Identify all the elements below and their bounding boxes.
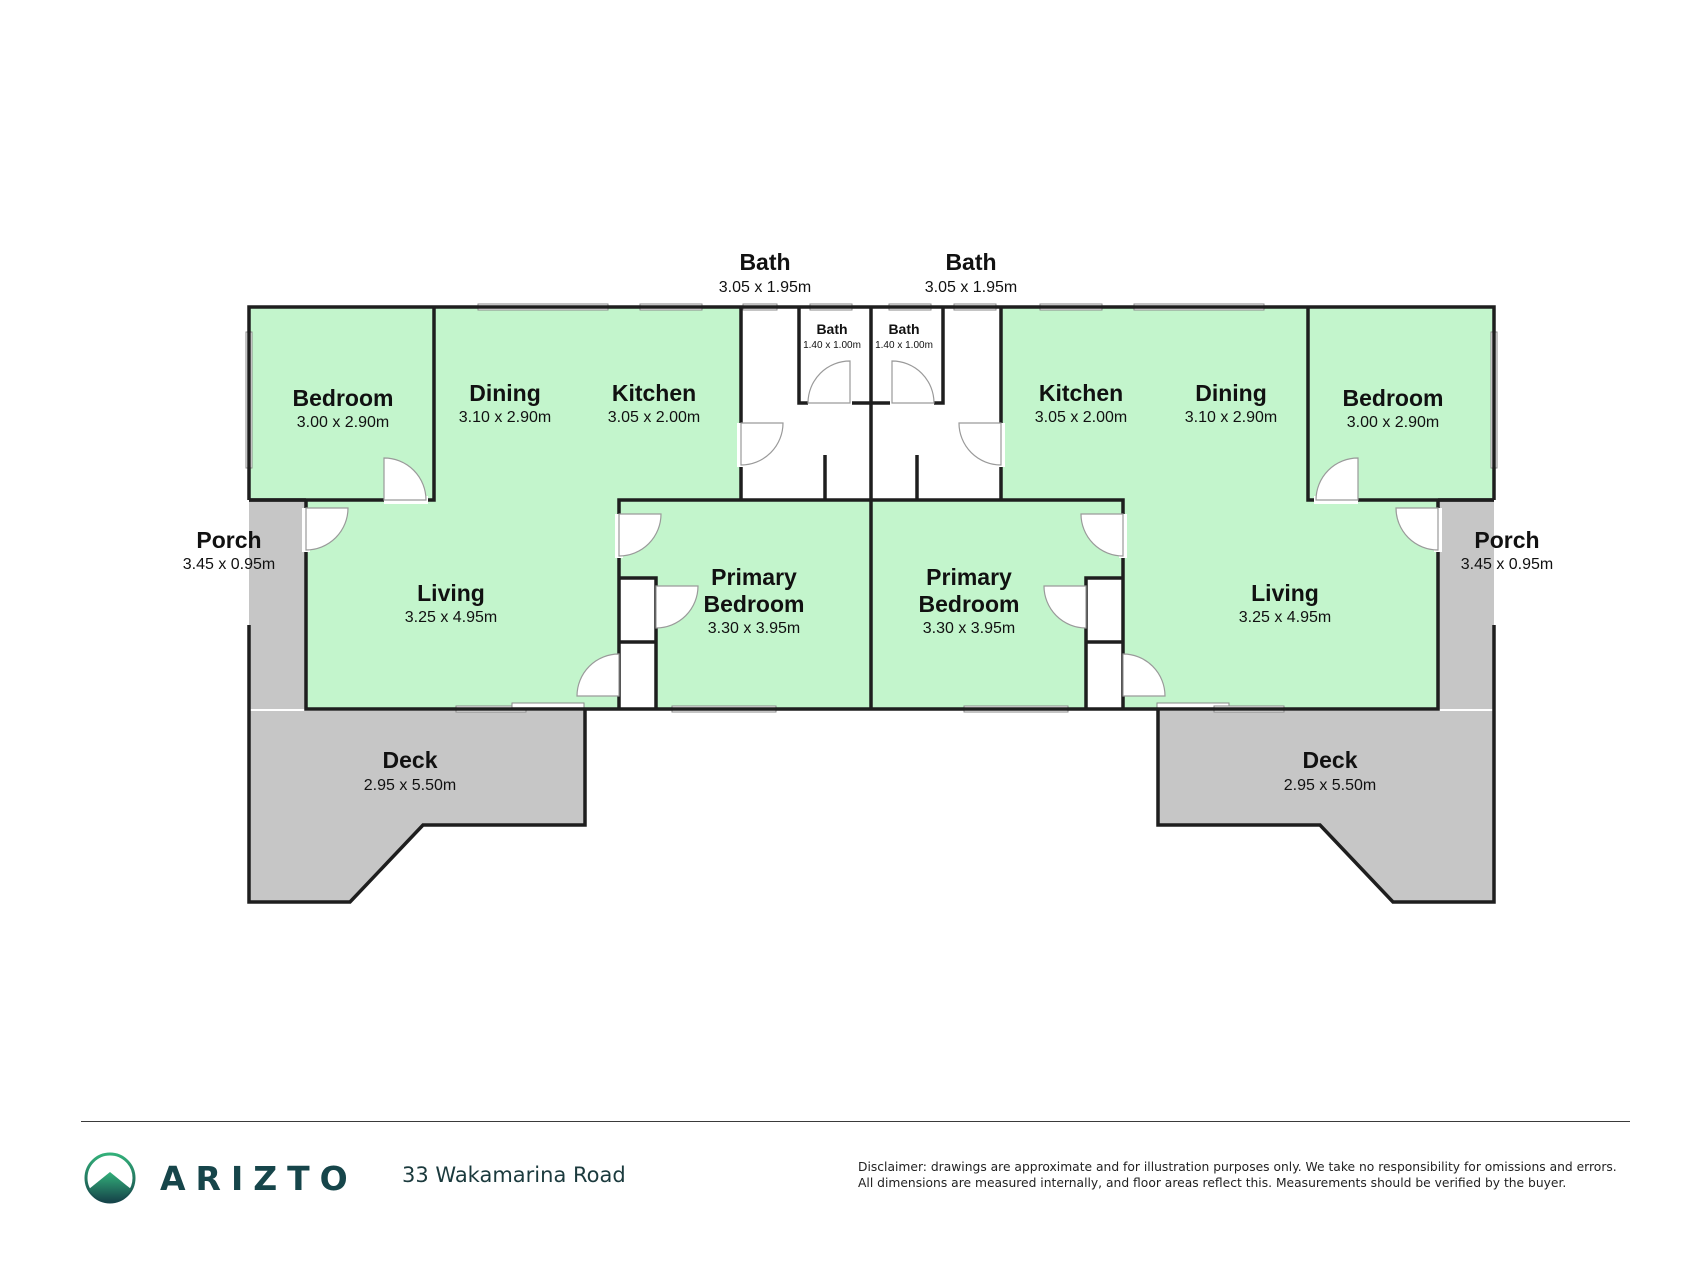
door — [1080, 513, 1124, 557]
room-name: Dining — [469, 380, 541, 406]
room-name: Bedroom — [1343, 385, 1444, 411]
porch-left-area — [249, 500, 305, 709]
room-name: Primary — [711, 564, 797, 590]
room-dims: 3.05 x 2.00m — [1035, 409, 1128, 426]
door — [1043, 585, 1087, 629]
brand: ARIZTO — [84, 1150, 358, 1206]
door — [891, 360, 935, 404]
room-dims: 3.10 x 2.90m — [459, 409, 552, 426]
room-name: Primary — [926, 564, 1012, 590]
mountain-circle-icon — [84, 1152, 136, 1204]
room-dims: 3.30 x 3.95m — [708, 620, 801, 637]
room-name: Bath — [888, 321, 919, 337]
door — [618, 513, 662, 557]
disclaimer-line: Disclaimer: drawings are approximate and… — [858, 1160, 1617, 1174]
room-name: Bedroom — [293, 385, 394, 411]
door — [305, 507, 349, 551]
room-dims: 1.40 x 1.00m — [875, 340, 933, 351]
room-name: Deck — [1303, 747, 1358, 773]
wardrobe-right-upper — [1086, 578, 1123, 642]
room-labels: Bath 3.05 x 1.95m Bath 3.05 x 1.95m Bath… — [183, 249, 1554, 794]
right-unit-floor — [871, 307, 1494, 709]
room-name: Dining — [1195, 380, 1267, 406]
property-address: 33 Wakamarina Road — [402, 1163, 626, 1187]
disclaimer-line: All dimensions are measured internally, … — [858, 1176, 1567, 1190]
room-name: Bedroom — [919, 591, 1020, 617]
outdoor-areas — [249, 500, 1494, 902]
room-dims: 3.00 x 2.90m — [1347, 414, 1440, 431]
room-name: Kitchen — [612, 380, 696, 406]
room-dims: 3.05 x 1.95m — [925, 279, 1018, 296]
room-name: Porch — [196, 527, 261, 553]
room-name: Bath — [945, 249, 996, 275]
deck-left-area — [249, 711, 585, 902]
door — [807, 360, 851, 404]
room-dims: 3.25 x 4.95m — [405, 609, 498, 626]
disclaimer: Disclaimer: drawings are approximate and… — [858, 1159, 1638, 1191]
bedroom-left-wall — [249, 307, 436, 502]
primary-right-wall — [871, 498, 1125, 709]
left-unit-floor — [249, 307, 871, 709]
footer-divider — [81, 1121, 1630, 1122]
door — [740, 422, 784, 466]
porch-right-area — [1438, 500, 1494, 709]
deck-left-outline — [247, 709, 587, 904]
room-dims: 3.45 x 0.95m — [1461, 556, 1554, 573]
room-dims: 3.05 x 2.00m — [608, 409, 701, 426]
room-dims: 3.10 x 2.90m — [1185, 409, 1278, 426]
room-dims: 2.95 x 5.50m — [364, 777, 457, 794]
doors — [302, 360, 1442, 697]
wardrobe-right-lower — [1086, 642, 1123, 709]
door — [576, 653, 620, 697]
room-name: Kitchen — [1039, 380, 1123, 406]
room-dims: 3.30 x 3.95m — [923, 620, 1016, 637]
door — [958, 422, 1002, 466]
room-name: Living — [417, 580, 485, 606]
wardrobe-left-upper — [619, 578, 656, 642]
room-name: Deck — [383, 747, 438, 773]
door — [655, 585, 699, 629]
room-dims: 3.25 x 4.95m — [1239, 609, 1332, 626]
wardrobe-right — [1084, 576, 1123, 709]
deck-right-area — [1158, 711, 1494, 902]
wardrobe-left — [619, 576, 658, 709]
wardrobe-left-lower — [619, 642, 656, 709]
room-name: Bath — [739, 249, 790, 275]
door — [1395, 507, 1439, 551]
room-name: Porch — [1474, 527, 1539, 553]
door — [1122, 653, 1166, 697]
room-dims: 3.00 x 2.90m — [297, 414, 390, 431]
primary-left-wall — [617, 498, 871, 709]
room-dims: 2.95 x 5.50m — [1284, 777, 1377, 794]
brand-name: ARIZTO — [160, 1158, 358, 1198]
room-dims: 3.05 x 1.95m — [719, 279, 812, 296]
room-name: Bath — [816, 321, 847, 337]
bedroom-right-wall — [1306, 307, 1494, 502]
door — [383, 457, 427, 501]
room-name: Bedroom — [704, 591, 805, 617]
room-name: Living — [1251, 580, 1319, 606]
room-dims: 3.45 x 0.95m — [183, 556, 276, 573]
door — [1315, 457, 1359, 501]
walls — [247, 305, 1496, 904]
room-dims: 1.40 x 1.00m — [803, 340, 861, 351]
deck-right-outline — [1156, 709, 1496, 904]
